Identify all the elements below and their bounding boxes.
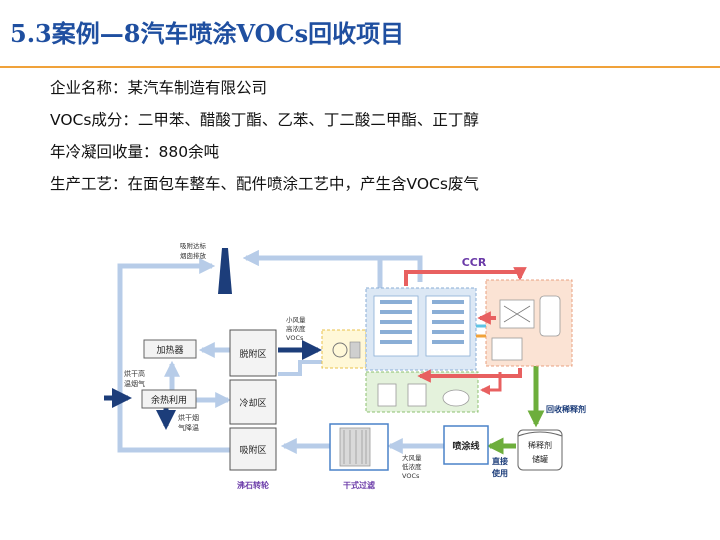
- ccr-pretreat-fan-icon: [332, 342, 348, 358]
- direct-use-line2: 使用: [491, 468, 508, 478]
- pipe-outer-loop: [117, 257, 230, 453]
- ccr-aux-tank-2: [407, 383, 427, 407]
- large-air-label-line2: 低浓度: [402, 462, 422, 471]
- direct-use-line1: 直接: [492, 456, 508, 466]
- large-air-label-line1: 大风量: [402, 453, 422, 462]
- filter-media-lines: [343, 430, 367, 464]
- spray-line-label: 喷涂线: [452, 440, 479, 452]
- dry-filter-label: 干式过滤: [343, 480, 375, 490]
- info-company: 企业名称：某汽车制造有限公司: [50, 79, 268, 97]
- cool-zone-label: 冷却区: [239, 397, 266, 409]
- pipe-cool-to-ccr: [278, 360, 322, 376]
- small-air-label-line1: 小风量: [286, 315, 306, 324]
- waste-heat-box: [141, 389, 197, 409]
- heater-label: 加热器: [156, 344, 183, 356]
- ccr-pretreat-filter: [349, 341, 361, 359]
- large-air-label-line3: VOCs: [402, 472, 420, 480]
- page-title: 5.3案例—8汽车喷涂VOCs回收项目: [10, 19, 405, 48]
- ccr-adsorber-left: [373, 295, 419, 357]
- zeolite-wheel-label: 沸石转轮: [237, 480, 269, 490]
- filter-media: [339, 427, 371, 467]
- ccr-aux-tank-1: [377, 383, 397, 407]
- small-air-label-line2: 高浓度: [286, 324, 306, 333]
- chimney-label-line1: 吸附达标: [180, 241, 207, 250]
- desorb-zone-box: [229, 329, 277, 377]
- pipe-red-regen-bottom: [417, 368, 522, 383]
- info-process: 生产工艺：在面包车整车、配件喷涂工艺中，产生含VOCs废气: [50, 175, 479, 193]
- ccr-adsorber-right: [425, 295, 471, 357]
- recycled-diluent-label: 回收稀释剂: [546, 404, 586, 414]
- pipe-chimney-return: [246, 258, 383, 290]
- ccr-aux-vessel: [442, 389, 470, 407]
- pipe-red-to-aux: [479, 372, 502, 396]
- chimney-label-line2: 烟囱排放: [180, 251, 207, 260]
- chimney: [218, 248, 232, 294]
- hot-gas-label-line1: 烘干高: [124, 369, 145, 378]
- waste-heat-label: 余热利用: [151, 394, 187, 406]
- pipe-red-regen-top: [404, 267, 527, 286]
- heater-box: [143, 339, 197, 359]
- ccr-condenser-coil: [503, 305, 531, 323]
- cool-zone-box: [229, 379, 277, 425]
- spray-line-box: [443, 425, 489, 465]
- ccr-adsorber-right-beds: [432, 300, 464, 344]
- ccr-adsorber-left-beds: [380, 300, 412, 344]
- ccr-separator: [539, 295, 561, 337]
- diluent-tank-line1: 稀释剂: [528, 440, 552, 450]
- info-voc-components: VOCs成分：二甲苯、醋酸丁酯、乙苯、丁二酸二甲酯、正丁醇: [50, 111, 479, 129]
- ccr-heater-unit: [491, 337, 523, 361]
- adsorb-zone-box: [229, 427, 277, 471]
- info-annual-recovery: 年冷凝回收量：880余吨: [50, 143, 220, 161]
- cool-gas-label-line2: 气降温: [178, 423, 199, 432]
- diluent-tank-line2: 储罐: [532, 454, 548, 464]
- desorb-zone-label: 脱附区: [239, 348, 266, 360]
- ccr-label: CCR: [462, 256, 487, 269]
- adsorb-zone-label: 吸附区: [239, 444, 266, 456]
- title-divider: [0, 66, 720, 68]
- cool-gas-label-line1: 烘干烟: [178, 413, 199, 422]
- hot-gas-label-line2: 温烟气: [124, 379, 145, 388]
- diluent-tank-top: [517, 431, 563, 437]
- small-air-label-line3: VOCs: [286, 334, 304, 342]
- diluent-tank-box: [517, 429, 563, 471]
